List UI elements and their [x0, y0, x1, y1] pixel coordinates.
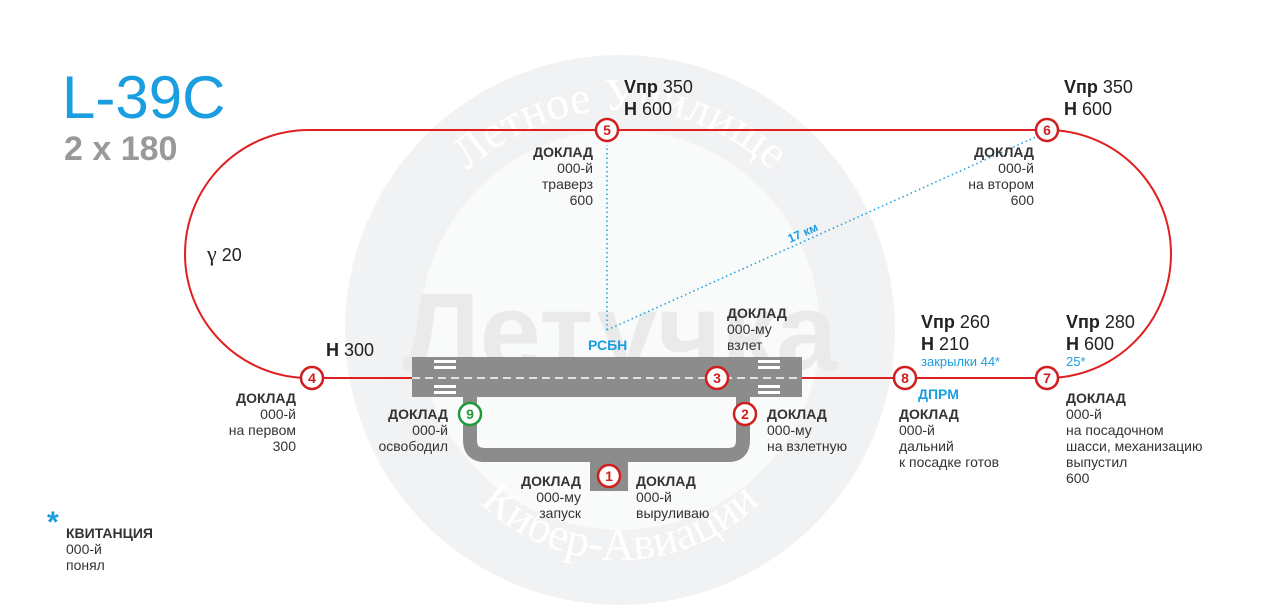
svg-text:КВИТАНЦИЯ: КВИТАНЦИЯ	[66, 525, 153, 541]
svg-text:6: 6	[1043, 122, 1051, 138]
svg-text:000-му: 000-му	[767, 422, 812, 438]
watermark: Летное Училище Кибер-Авиации Летучка	[345, 55, 895, 605]
svg-text:4: 4	[308, 370, 316, 386]
svg-text:2: 2	[741, 406, 749, 422]
report-9: ДОКЛАД 000-й освободил	[378, 406, 448, 454]
waypoint-5: 5	[594, 117, 620, 143]
svg-text:000-й: 000-й	[66, 541, 102, 557]
svg-text:3: 3	[713, 370, 721, 386]
runway	[412, 357, 802, 397]
waypoints: 1 2 3 4 5 6 7 8 9	[299, 117, 1060, 489]
svg-text:ДОКЛАД: ДОКЛАД	[533, 144, 593, 160]
svg-text:1: 1	[605, 468, 613, 484]
waypoint-7: 7	[1034, 365, 1060, 391]
svg-text:выпустил: выпустил	[1066, 454, 1127, 470]
svg-text:300: 300	[273, 438, 297, 454]
dprm-label: ДПРМ	[918, 386, 959, 402]
waypoint-9: 9	[457, 401, 483, 427]
svg-text:000-му: 000-му	[727, 321, 772, 337]
svg-text:000-й: 000-й	[998, 160, 1034, 176]
svg-text:ДОКЛАД: ДОКЛАД	[1066, 390, 1126, 406]
svg-text:7: 7	[1043, 370, 1051, 386]
rsbn-label: РСБН	[588, 337, 627, 353]
report-2: ДОКЛАД 000-му на взлетную	[767, 406, 847, 454]
svg-text:8: 8	[901, 370, 909, 386]
report-4: ДОКЛАД 000-й на первом 300	[229, 390, 296, 454]
svg-text:ДОКЛАД: ДОКЛАД	[636, 473, 696, 489]
svg-text:на втором: на втором	[968, 176, 1034, 192]
report-5: ДОКЛАД 000-й траверз 600	[533, 144, 593, 208]
waypoint-3: 3	[704, 365, 730, 391]
svg-text:ДОКЛАД: ДОКЛАД	[974, 144, 1034, 160]
svg-text:600: 600	[1066, 470, 1090, 486]
svg-text:000-й: 000-й	[1066, 406, 1102, 422]
report-1-left: ДОКЛАД 000-му запуск	[521, 473, 582, 521]
report-1-right: ДОКЛАД 000-й выруливаю	[636, 473, 709, 521]
svg-text:закрылки 44*: закрылки 44*	[921, 354, 1000, 369]
report-7: ДОКЛАД 000-й на посадочном шасси, механи…	[1066, 390, 1202, 486]
svg-text:шасси, механизацию: шасси, механизацию	[1066, 438, 1202, 454]
svg-text:ДОКЛАД: ДОКЛАД	[727, 305, 787, 321]
waypoint-6: 6	[1034, 117, 1060, 143]
svg-text:запуск: запуск	[539, 505, 582, 521]
svg-text:000-му: 000-му	[536, 489, 581, 505]
circuit-path	[184, 129, 1172, 379]
acknowledgement-legend: * КВИТАНЦИЯ 000-й понял	[47, 506, 153, 573]
svg-text:600: 600	[1011, 192, 1035, 208]
svg-text:000-й: 000-й	[636, 489, 672, 505]
svg-text:000-й: 000-й	[899, 422, 935, 438]
asterisk-icon: *	[47, 506, 59, 539]
report-3: ДОКЛАД 000-му взлет	[727, 305, 787, 353]
svg-text:выруливаю: выруливаю	[636, 505, 709, 521]
svg-text:на взлетную: на взлетную	[767, 438, 847, 454]
aircraft-model: L-39C	[62, 64, 225, 131]
svg-text:траверз: траверз	[542, 176, 593, 192]
svg-text:5: 5	[603, 122, 611, 138]
svg-text:ДОКЛАД: ДОКЛАД	[767, 406, 827, 422]
runway-threshold-marks	[434, 360, 780, 394]
svg-text:ДОКЛАД: ДОКЛАД	[388, 406, 448, 422]
svg-text:дальний: дальний	[899, 438, 954, 454]
svg-text:на посадочном: на посадочном	[1066, 422, 1164, 438]
svg-text:взлет: взлет	[727, 337, 763, 353]
report-6: ДОКЛАД 000-й на втором 600	[968, 144, 1034, 208]
svg-text:ДОКЛАД: ДОКЛАД	[521, 473, 581, 489]
engine-spec: 2 x 180	[64, 130, 177, 168]
svg-text:9: 9	[466, 406, 474, 422]
svg-text:600: 600	[570, 192, 594, 208]
svg-text:на первом: на первом	[229, 422, 296, 438]
svg-text:понял: понял	[66, 557, 105, 573]
waypoint-8: 8	[892, 365, 918, 391]
svg-text:ДОКЛАД: ДОКЛАД	[236, 390, 296, 406]
report-8: ДОКЛАД 000-й дальний к посадке готов	[899, 406, 999, 470]
svg-text:25*: 25*	[1066, 354, 1086, 369]
svg-text:к посадке готов: к посадке готов	[899, 454, 999, 470]
waypoint-2: 2	[732, 401, 758, 427]
svg-text:000-й: 000-й	[260, 406, 296, 422]
svg-text:000-й: 000-й	[412, 422, 448, 438]
waypoint-4: 4	[299, 365, 325, 391]
svg-text:освободил: освободил	[378, 438, 448, 454]
svg-text:ДОКЛАД: ДОКЛАД	[899, 406, 959, 422]
waypoint-1: 1	[596, 463, 622, 489]
svg-text:000-й: 000-й	[557, 160, 593, 176]
